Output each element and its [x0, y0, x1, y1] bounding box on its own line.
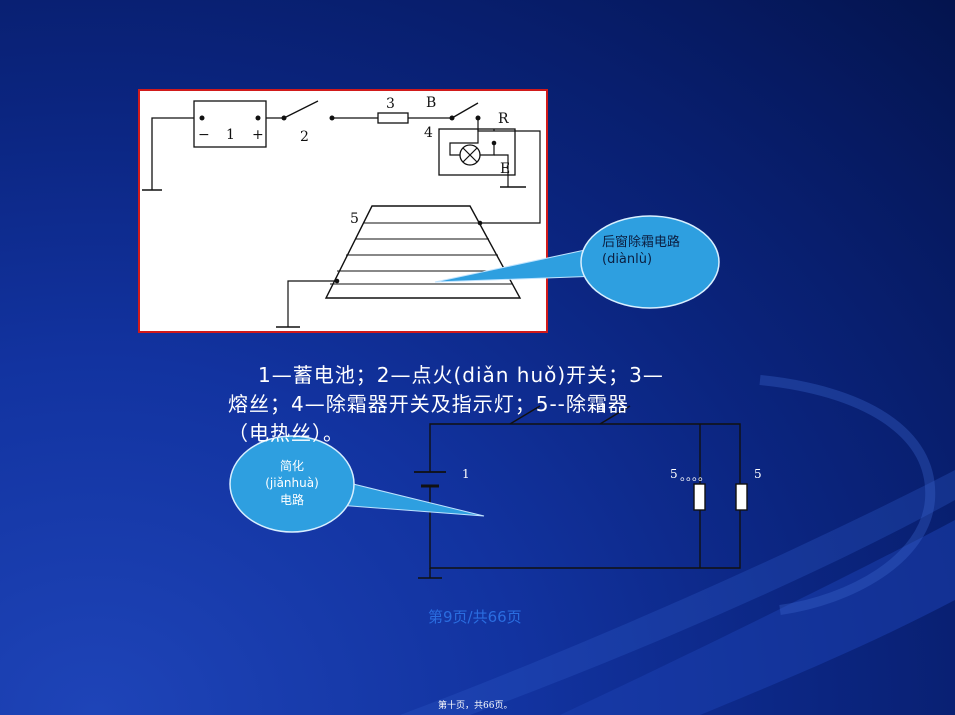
caption-line-3: （电热丝）。: [228, 421, 344, 445]
node-r-label: R: [498, 111, 509, 127]
callout-left-line1: 简化: [279, 459, 304, 473]
circuit-diagram-panel: − 1 + 2 3 B 4: [138, 89, 548, 333]
defrost-switch: [451, 102, 479, 119]
battery-minus-label: −: [198, 127, 210, 143]
callout-left-line2: (jiǎnhuà): [265, 476, 319, 490]
defrost-circuit-diagram: − 1 + 2 3 B 4: [142, 95, 541, 328]
caption-line-2: 熔丝；4—除霜器开关及指示灯；5--除霜器: [228, 392, 629, 416]
fuse: [377, 112, 409, 124]
battery-plus-label: +: [252, 127, 264, 143]
heater-number-label: 5: [350, 211, 359, 227]
battery-number-label: 1: [226, 127, 235, 143]
callout-left-line3: 电路: [279, 493, 304, 507]
battery-box: [193, 100, 267, 148]
footer-text: 第十页，共66页。: [438, 701, 513, 711]
figure-caption: 1—蓄电池；2—点火(diǎn huǒ)开关；3— 熔丝；4—除霜器开关及指示灯…: [228, 361, 728, 448]
ignition-switch: [283, 100, 319, 119]
node-b-label: B: [426, 95, 436, 111]
switch4-number-label: 4: [424, 125, 433, 141]
indicator-box: [438, 128, 516, 176]
page-number-link[interactable]: 第9页/共66页: [428, 608, 522, 626]
rear-window-heater: [324, 205, 522, 299]
fuse-number-label: 3: [386, 96, 395, 112]
caption-line-1-text: 1—蓄电池；2—点火(diǎn huǒ)开关；3—: [258, 363, 664, 387]
caption-line-1: 1—蓄电池；2—点火(diǎn huǒ)开关；3—: [228, 361, 728, 390]
node-e-label: E: [500, 161, 510, 177]
callout-left-text: 简化 (jiǎnhuà) 电路: [252, 458, 332, 509]
callout-top-text: 后窗除霜电路(diànlù): [602, 235, 681, 267]
switch-number-label: 2: [300, 129, 309, 145]
